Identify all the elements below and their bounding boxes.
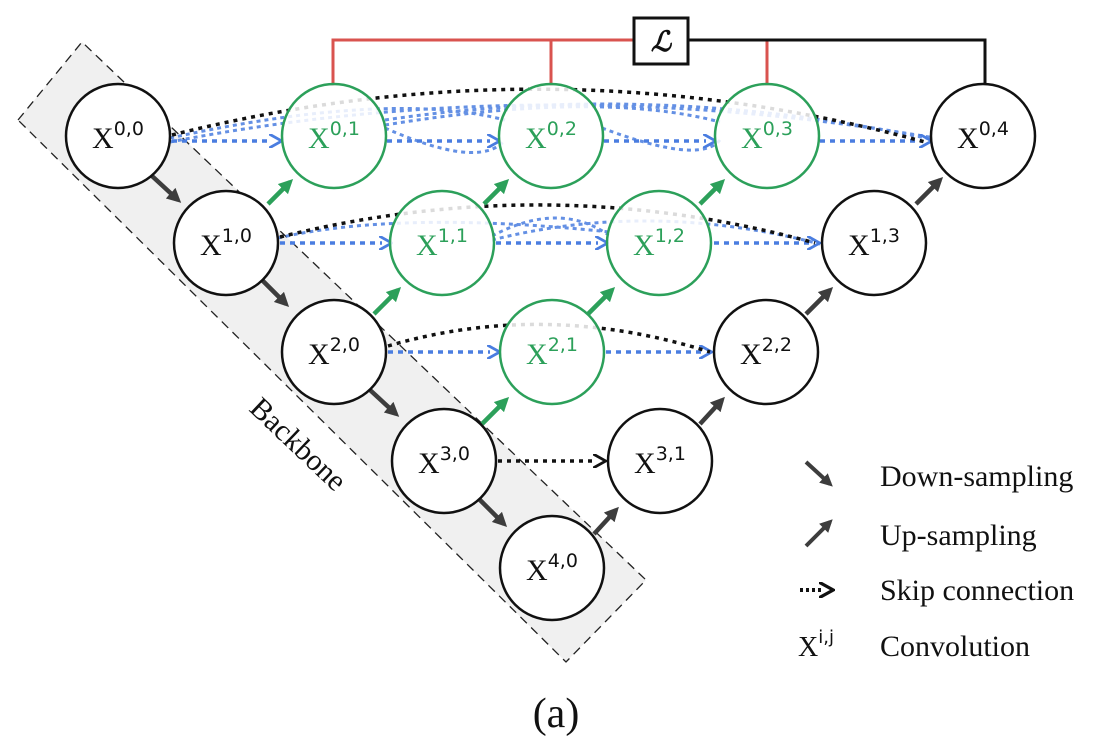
legend-label: Up-sampling <box>880 519 1037 552</box>
node-x04: X0,4 <box>929 82 1037 190</box>
svg-text:X1,2: X1,2 <box>633 225 685 262</box>
svg-text:X1,1: X1,1 <box>416 225 468 262</box>
svg-text:X0,0: X0,0 <box>92 118 144 155</box>
svg-text:X3,0: X3,0 <box>418 443 470 480</box>
svg-text:X1,0: X1,0 <box>200 225 252 262</box>
legend-skip-connection: Skip connection <box>800 574 1074 607</box>
node-x00: X0,0 <box>64 82 172 190</box>
svg-text:X4,0: X4,0 <box>526 550 578 587</box>
node-x01: X0,1 <box>280 82 388 190</box>
legend-convolution: Xi,j Convolution <box>798 627 1030 663</box>
node-x03: X0,3 <box>713 82 821 190</box>
loss-symbol: ℒ <box>651 27 673 58</box>
node-x30: X3,0 <box>390 407 498 515</box>
svg-text:X0,3: X0,3 <box>741 118 793 155</box>
skip-connections-blue <box>172 141 922 352</box>
node-x13: X1,3 <box>820 189 928 297</box>
node-x12: X1,2 <box>605 189 713 297</box>
node-x21: X2,1 <box>498 298 606 406</box>
legend-up-sampling: Up-sampling <box>804 519 1037 552</box>
figure-caption: (a) <box>533 691 580 737</box>
node-x11: X1,1 <box>388 189 496 297</box>
svg-text:X1,3: X1,3 <box>848 225 900 262</box>
svg-text:X2,2: X2,2 <box>740 334 792 371</box>
svg-text:X2,1: X2,1 <box>526 334 578 371</box>
loss-connections <box>331 38 987 86</box>
svg-text:X0,1: X0,1 <box>308 118 360 155</box>
node-x10: X1,0 <box>172 189 280 297</box>
up-sampling-arrows <box>592 176 944 536</box>
legend-label: Skip connection <box>880 574 1074 607</box>
svg-text:X2,0: X2,0 <box>308 334 360 371</box>
svg-text:X3,1: X3,1 <box>634 443 686 480</box>
down-sampling-arrows <box>150 174 508 528</box>
node-x40: X4,0 <box>498 514 606 622</box>
convolution-symbol: Xi,j <box>798 627 834 663</box>
up-sampling-arrows-nested <box>266 178 726 426</box>
nodes: X0,0 X1,0 X2,0 X3,0 X4,0 X0,1 X1,1 X2, <box>64 82 1037 622</box>
node-x31: X3,1 <box>606 407 714 515</box>
legend-down-sampling: Down-sampling <box>804 460 1073 493</box>
legend-label: Convolution <box>880 630 1030 663</box>
svg-text:X0,4: X0,4 <box>957 118 1009 155</box>
node-x02: X0,2 <box>497 82 605 190</box>
up-arrow-icon <box>804 519 833 548</box>
down-arrow-icon <box>804 460 833 487</box>
node-x20: X2,0 <box>280 298 388 406</box>
node-x22: X2,2 <box>712 298 820 406</box>
loss-box: ℒ <box>632 16 690 66</box>
legend-label: Down-sampling <box>880 460 1073 493</box>
svg-text:X0,2: X0,2 <box>525 118 577 155</box>
legend: Down-sampling Up-sampling Skip connectio… <box>798 460 1074 663</box>
